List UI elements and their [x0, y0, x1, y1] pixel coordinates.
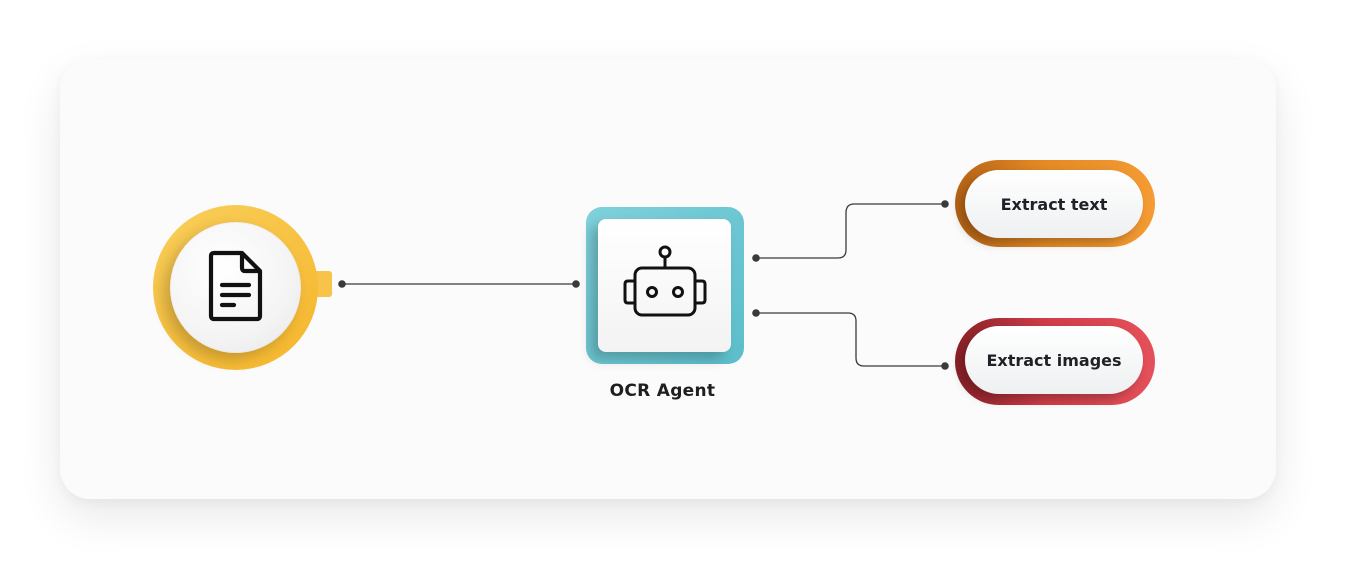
connector-dot	[572, 280, 580, 288]
agent-node	[598, 219, 731, 352]
document-node	[170, 222, 301, 353]
connector-dot	[752, 309, 760, 317]
document-icon	[208, 250, 264, 326]
output-extract-images: Extract images	[965, 326, 1143, 394]
agent-label: OCR Agent	[609, 381, 716, 401]
connector-dot	[941, 200, 949, 208]
connector-agent-to-text	[756, 203, 945, 259]
connector-agent-to-images	[756, 312, 945, 367]
connector-dot	[941, 362, 949, 370]
connector-dot	[752, 254, 760, 262]
connector-dot	[338, 280, 346, 288]
robot-icon	[620, 244, 710, 328]
output-extract-text: Extract text	[965, 170, 1143, 238]
